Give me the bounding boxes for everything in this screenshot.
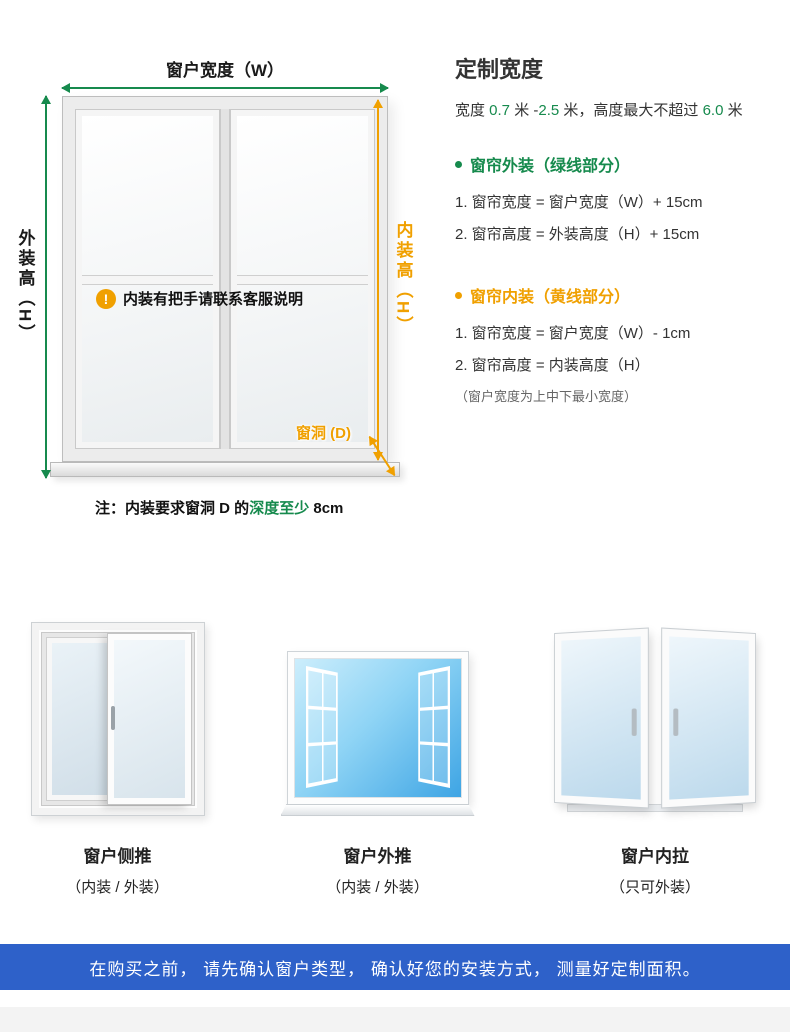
depth-note: 注：内装要求窗洞 D 的深度至少 8cm xyxy=(95,497,343,518)
sliding-window-frame xyxy=(40,632,195,806)
inner-mount-note: （窗户宽度为上中下最小宽度） xyxy=(455,389,638,404)
window-type-name: 窗户内拉 xyxy=(621,847,689,866)
footer-strip xyxy=(0,1007,790,1032)
inner-mount-rule-2: 2. 窗帘高度 = 内装高度（H） xyxy=(455,357,650,374)
inward-window-illustration xyxy=(554,627,756,816)
width-arrow xyxy=(62,87,388,89)
window-type-sub: （内装 / 外装） xyxy=(66,879,169,896)
sliding-window-illustration xyxy=(30,622,205,816)
note-suffix: 8cm xyxy=(309,500,344,517)
range-seg: 米 xyxy=(723,102,743,119)
outer-mount-heading: 窗帘外装（绿线部分） xyxy=(455,152,780,176)
warning-text: 内装有把手请联系客服说明 xyxy=(123,291,304,308)
window-pane-right xyxy=(231,110,374,448)
inward-window-base xyxy=(567,804,743,812)
window-mullion xyxy=(220,109,230,449)
window-handle-icon xyxy=(673,708,679,736)
size-range-line: 宽度 0.7 米 -2.5 米，高度最大不超过 6.0 米 xyxy=(455,99,780,120)
range-seg: 米 - xyxy=(510,102,539,119)
spec-title: 定制宽度 xyxy=(455,57,544,82)
window-type-outward: 窗户外推 （内装 / 外装） xyxy=(235,598,520,897)
outer-mount-rule-2: 2. 窗帘高度 = 外装高度（H）+ 15cm xyxy=(455,226,700,243)
inner-mount-rule-1: 1. 窗帘宽度 = 窗户宽度（W）- 1cm xyxy=(455,325,691,342)
outward-window-sky xyxy=(286,651,469,805)
window-glass-area xyxy=(75,109,375,449)
window-handle-icon xyxy=(631,708,637,736)
inner-mount-heading: 窗帘内装（黄线部分） xyxy=(455,283,780,307)
warning-icon: ! xyxy=(96,288,116,309)
outward-window-sill xyxy=(280,804,475,816)
purchase-notice-banner: 在购买之前， 请先确认窗户类型， 确认好您的安装方式， 测量好定制面积。 xyxy=(0,944,790,990)
sliding-window-front-sash xyxy=(107,633,192,805)
outward-window-right-sash xyxy=(417,666,450,788)
outward-window-left-sash xyxy=(305,666,338,788)
outer-height-label: 外装高（H） xyxy=(15,229,35,345)
window-diagram xyxy=(62,96,388,462)
range-seg: 米，高度最大不超过 xyxy=(559,102,703,119)
window-width-label: 窗户宽度（W） xyxy=(165,61,285,80)
window-type-name: 窗户外推 xyxy=(343,847,412,866)
inner-mount-heading-text: 窗帘内装（黄线部分） xyxy=(470,289,631,306)
outer-mount-heading-text: 窗帘外装（绿线部分） xyxy=(470,158,631,175)
orange-bullet-icon xyxy=(455,291,462,299)
window-type-slide: 窗户侧推 （内装 / 外装） xyxy=(0,598,235,897)
outer-mount-rule-1: 1. 窗帘宽度 = 窗户宽度（W）+ 15cm xyxy=(455,194,703,211)
window-type-name: 窗户侧推 xyxy=(83,847,152,866)
inner-height-label: 内装高（H） xyxy=(393,221,413,337)
window-handle-icon xyxy=(111,706,116,731)
window-sill xyxy=(50,462,400,477)
inward-window-right-sash xyxy=(661,627,756,809)
window-type-inward: 窗户内拉 （只可外装） xyxy=(520,598,790,897)
outward-window-illustration xyxy=(280,651,475,816)
window-hole-depth-label: 窗洞 (D) xyxy=(296,425,351,442)
window-types-row: 窗户侧推 （内装 / 外装） 窗户外推 （内装 / 外装） xyxy=(0,598,790,897)
purchase-notice-text: 在购买之前， 请先确认窗户类型， 确认好您的安装方式， 测量好定制面积。 xyxy=(89,959,701,979)
spec-column: 定制宽度 宽度 0.7 米 -2.5 米，高度最大不超过 6.0 米 窗帘外装（… xyxy=(455,52,780,405)
inward-window-left-sash xyxy=(554,627,649,809)
window-type-sub: （只可外装） xyxy=(609,879,700,896)
handle-warning: ! 内装有把手请联系客服说明 xyxy=(96,288,303,309)
note-body: 内装要求窗洞 D 的 xyxy=(125,500,250,517)
inner-height-arrow xyxy=(377,100,379,460)
note-highlight: 深度至少 xyxy=(249,500,310,517)
range-seg: 宽度 xyxy=(455,102,490,119)
note-prefix: 注： xyxy=(95,500,126,517)
green-bullet-icon xyxy=(455,160,462,168)
outer-height-arrow xyxy=(45,96,47,478)
window-pane-left xyxy=(76,110,219,448)
range-seg-green: 6.0 xyxy=(702,102,724,119)
range-seg-green: 0.7 xyxy=(489,102,511,119)
range-seg-green: 2.5 xyxy=(538,102,560,119)
window-type-sub: （内装 / 外装） xyxy=(326,879,429,896)
